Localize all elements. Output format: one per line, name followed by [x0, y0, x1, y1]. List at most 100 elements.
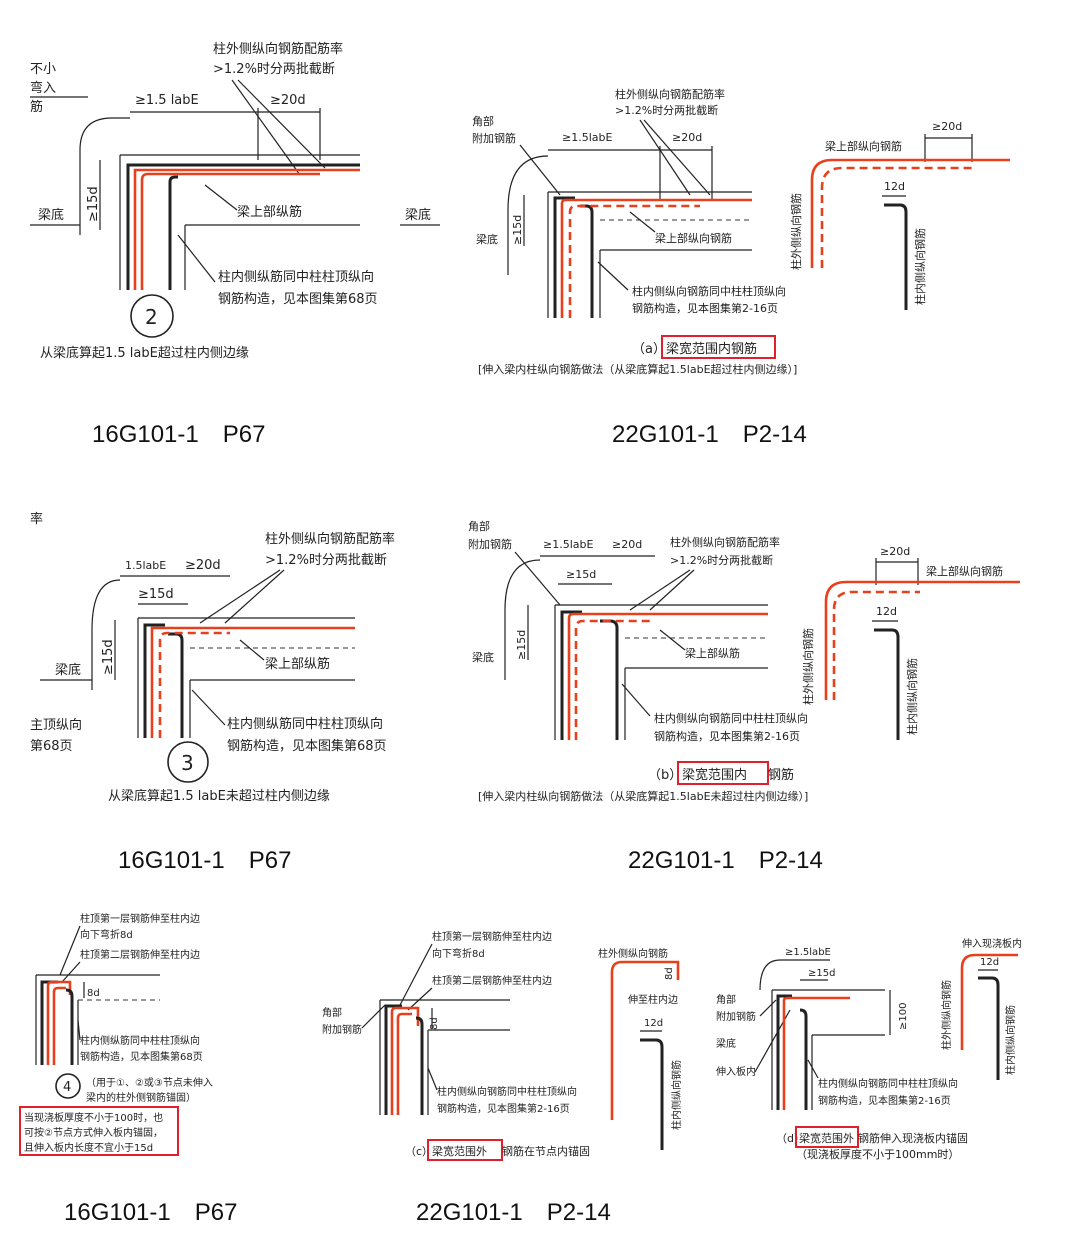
dim-8d: 8d	[87, 988, 100, 999]
reference-label: 16G101-1 P67	[64, 1199, 237, 1226]
dim-15d-top: ≥15d	[138, 587, 174, 602]
red-note-line-1: 当现浇板厚度不小于100时，也	[24, 1111, 163, 1124]
top-note-line-1: 柱外侧纵向钢筋配筋率	[265, 531, 395, 547]
top-note-line-1: 柱外侧纵向钢筋配筋率	[615, 87, 725, 101]
inner-column-bar	[415, 1016, 424, 1115]
leader-line	[224, 569, 285, 624]
note-line-1: 柱顶第一层钢筋伸至柱内边	[432, 930, 552, 943]
caption-line-1: （用于①、②或③节点未伸入	[86, 1077, 213, 1089]
red-second-layer	[396, 1012, 412, 1115]
beam-top-bar-label: 梁上部纵筋	[685, 646, 740, 660]
beam-top-bar-label: 梁上部纵筋	[265, 656, 330, 672]
side-inner-label: 柱内侧纵向钢筋	[913, 228, 927, 305]
panel-16g-node-4: 柱顶第一层钢筋伸至柱内边 向下弯折8d 柱顶第二层钢筋伸至柱内边 8d 柱内侧纵…	[19, 912, 213, 1156]
dim-15d: ≥15d	[808, 968, 835, 979]
red-outer-bar	[567, 612, 768, 740]
side-reach-label: 伸至柱内边	[628, 993, 678, 1006]
beam-top-bar-label: 梁上部纵筋	[237, 204, 302, 220]
left-note-line-1: 不小	[30, 62, 56, 77]
note-line-2: 向下弯折8d	[432, 947, 485, 960]
cut-text: 率	[30, 511, 43, 527]
reference-label: 16G101-1 P67	[92, 421, 265, 448]
panel-22g-c: 柱顶第一层钢筋伸至柱内边 向下弯折8d 柱顶第二层钢筋伸至柱内边 角部 附加钢筋…	[322, 930, 683, 1161]
side-8d: 8d	[664, 967, 675, 980]
leader-line	[659, 629, 686, 651]
caption-boxed: 梁宽范围内钢筋	[666, 341, 757, 357]
corner-bar	[776, 994, 792, 1110]
red-outer-bar-dashed	[158, 631, 230, 738]
dim-20d: ≥20d	[672, 131, 702, 144]
red-second-layer	[52, 986, 66, 1065]
red-note-line-2: 可按②节点方式伸入板内锚固，	[24, 1126, 163, 1139]
inner-note-line-2: 钢筋构造，见本图集第2-16页	[654, 729, 800, 743]
panel-22g-a: 角部 附加钢筋 柱外侧纵向钢筋配筋率 >1.2%时分两批截断 ≥1.5labE …	[472, 87, 1010, 376]
inner-column-bar	[580, 204, 594, 318]
leader-line	[759, 999, 777, 1017]
leader-line	[231, 79, 301, 176]
top-note-line-2: >1.2%时分两批截断	[615, 103, 718, 117]
corner-bar	[384, 1004, 402, 1115]
corner-bar-label-1: 角部	[716, 993, 736, 1006]
left-note-line-2: 弯入	[30, 80, 56, 96]
side-red-bar-dashed	[820, 166, 975, 268]
corner-bar-label-2: 附加钢筋	[468, 537, 512, 551]
leader-line	[239, 639, 265, 661]
leader-line	[519, 144, 561, 196]
beam-bottom: 梁底	[472, 650, 494, 664]
side-red-bar	[810, 158, 1010, 268]
dim-1-5-labe: ≥1.5labE	[562, 131, 612, 144]
inner-note-line-1: 柱内侧纵筋同中柱柱顶纵向	[218, 269, 374, 285]
inner-note-line-2: 钢筋构造，见本图集第2-16页	[437, 1102, 570, 1115]
top-note-line-1: 柱外侧纵向钢筋配筋率	[213, 41, 343, 57]
corner-bar	[143, 623, 165, 738]
caption: 从梁底算起1.5 labE超过柱内侧边缘	[40, 345, 249, 361]
dim-20d: ≥20d	[270, 93, 306, 108]
leader-line	[177, 234, 216, 283]
highlight-box	[795, 1126, 859, 1148]
side-beam-top-label: 梁上部纵向钢筋	[926, 564, 1003, 578]
inner-note-line-1: 柱内侧纵向钢筋同中柱柱顶纵向	[632, 284, 786, 298]
note-line-2: 向下弯折8d	[80, 928, 133, 941]
side-inner-label: 柱内侧纵向钢筋	[670, 1060, 683, 1130]
reference-label: 22G101-1 P2-14	[416, 1199, 611, 1226]
inner-note-line-1: 柱内侧纵向钢筋同中柱柱顶纵向	[437, 1085, 577, 1098]
inner-column-bar	[168, 632, 184, 738]
top-note-line-2: >1.2%时分两批截断	[670, 553, 773, 567]
inner-note-line-2: 钢筋构造，见本图集第68页	[218, 291, 378, 307]
into-slab-label: 伸入板内	[716, 1065, 756, 1078]
side-inner-label: 柱内侧纵向钢筋	[905, 658, 919, 735]
caption-suffix: 钢筋伸入现浇板内锚固	[858, 1131, 968, 1145]
side-inner-label: 柱内侧纵向钢筋	[1004, 1005, 1017, 1075]
caption-suffix: 钢筋在节点内锚固	[502, 1144, 590, 1158]
beam-bottom: 梁底	[476, 232, 498, 246]
caption-line-2: [伸入梁内柱纵向钢筋做法（从梁底算起1.5labE超过柱内侧边缘）]	[478, 362, 797, 376]
corner-bar-label-2: 附加钢筋	[472, 131, 516, 145]
highlight-box	[677, 761, 769, 785]
side-top-label: 伸入现浇板内	[962, 937, 1022, 950]
leader-line	[204, 184, 238, 211]
beam-bottom: 梁底	[716, 1037, 736, 1050]
caption: 从梁底算起1.5 labE未超过柱内侧边缘	[108, 788, 330, 804]
side-12d: 12d	[876, 605, 897, 618]
side-red-bar	[610, 960, 680, 1120]
beam-bottom-right: 梁底	[405, 207, 431, 223]
side-dim-20d: ≥20d	[932, 120, 962, 133]
caption-prefix: （d）	[776, 1132, 805, 1145]
side-dim-20d: ≥20d	[880, 545, 910, 558]
side-inner-bar	[978, 976, 1000, 1080]
highlight-box	[427, 1139, 503, 1161]
reference-label: 16G101-1 P67	[118, 847, 291, 874]
side-inner-bar	[874, 628, 900, 740]
corner-bar	[560, 610, 582, 740]
inner-note-line-1: 柱内侧纵筋同中柱柱顶纵向	[80, 1034, 200, 1047]
panel-16g-node-2: 不小 弯入 筋 柱外侧纵向钢筋配筋率 >1.2%时分两批截断 ≥1.5 labE…	[30, 41, 440, 361]
caption-boxed: 梁宽范围外	[432, 1144, 487, 1158]
dim-20d: ≥20d	[185, 558, 221, 573]
caption-boxed: 梁宽范围外	[799, 1131, 854, 1145]
leader-line	[643, 119, 711, 196]
dim-15d-top: ≥15d	[566, 568, 596, 581]
caption-prefix: （a）	[632, 342, 666, 357]
corner-bar	[553, 196, 575, 318]
reference-label: 22G101-1 P2-14	[628, 847, 823, 874]
red-outer-bar-dashed	[568, 204, 700, 318]
